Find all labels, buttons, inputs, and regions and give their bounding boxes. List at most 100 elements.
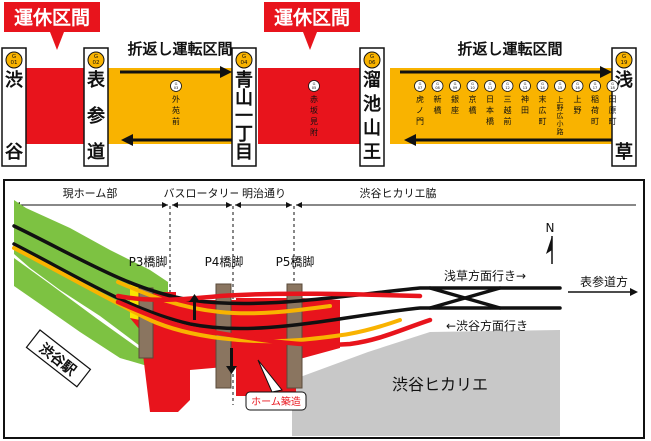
minor-station-name-char: 田 xyxy=(521,106,529,115)
station-name-char: 溜 xyxy=(363,69,381,91)
minor-station-name-char: 末 xyxy=(539,94,547,104)
minor-station-code: 17 xyxy=(593,86,598,90)
minor-station-name-char: 見 xyxy=(310,117,318,126)
station-name-char: 一 xyxy=(235,106,253,127)
minor-station-name-char: 京 xyxy=(469,94,477,104)
minor-station-name-char: 橋 xyxy=(434,105,442,115)
minor-station-name-char: 銀 xyxy=(451,94,459,104)
minor-station-badge xyxy=(554,80,566,92)
minor-station-code: G xyxy=(175,82,178,86)
minor-station-badge xyxy=(536,80,549,92)
station-name-char: 表 xyxy=(87,69,106,91)
pier-p5-label: P5橋脚 xyxy=(276,254,315,269)
minor-station-code: G xyxy=(436,82,439,86)
minor-station-name-char: 本 xyxy=(486,105,494,115)
minor-station-badge xyxy=(571,80,584,92)
minor-station-name-char: 田 xyxy=(609,95,617,104)
minor-station-name-char: 路 xyxy=(557,127,564,136)
minor-station-name-char: 広 xyxy=(539,105,547,115)
to-shibuya-label: ←渋谷方面行き xyxy=(446,318,528,333)
minor-station-badge xyxy=(501,80,514,92)
station-code: 01 xyxy=(11,60,18,66)
segment-suspended-1 xyxy=(24,68,94,144)
minor-station-name-char: 野 xyxy=(574,106,582,115)
minor-station-badge xyxy=(449,80,461,92)
minor-station-badge xyxy=(484,80,496,92)
minor-station-name-char: 荷 xyxy=(591,105,599,115)
minor-station-name-char: 三 xyxy=(504,95,512,104)
minor-station-code: G xyxy=(489,82,492,86)
minor-station-name-char: ノ xyxy=(416,106,424,115)
minor-station-name-char: 広 xyxy=(557,111,564,120)
station-code: G xyxy=(94,54,98,60)
station-code: G xyxy=(12,54,16,60)
station-name-char: 山 xyxy=(235,88,253,109)
minor-station-name-char: 町 xyxy=(539,117,547,126)
station-code-badge xyxy=(5,51,23,69)
minor-station-code: 08 xyxy=(435,86,440,90)
new-tracks xyxy=(115,291,433,348)
minor-station-code: 15 xyxy=(558,86,563,90)
station-name-char: 王 xyxy=(363,142,381,163)
station-name-char: 谷 xyxy=(5,142,24,163)
minor-station-badge xyxy=(414,80,426,92)
north-arrow-icon: N xyxy=(546,221,554,264)
minor-station-name-char: 町 xyxy=(609,117,617,126)
station-code: 04 xyxy=(241,60,248,66)
minor-station-name-char: 前 xyxy=(504,116,512,126)
suspended-label-1: 運休区間 xyxy=(14,7,90,29)
minor-station-code: G xyxy=(611,82,614,86)
station-code: 06 xyxy=(369,60,376,66)
minor-station-name-char: 越 xyxy=(504,105,512,115)
construction-map: 現ホーム部 バスロータリー 明治通り 渋谷ヒカリエ脇 渋谷ヒカリエ 渋谷駅 xyxy=(3,179,645,439)
station-name-char: 目 xyxy=(235,142,253,163)
minor-station-name-char: 坂 xyxy=(310,105,318,115)
zone-current-platform: 現ホーム部 xyxy=(63,186,118,200)
minor-station-name-char: 座 xyxy=(451,105,459,115)
station-code: 19 xyxy=(621,60,628,66)
minor-station-badge xyxy=(519,80,531,92)
minor-station-code: G xyxy=(313,82,316,86)
existing-platform-lower xyxy=(14,258,168,372)
minor-station-badge xyxy=(170,80,182,92)
to-omotesando-label: 表参道方 xyxy=(580,274,628,289)
minor-station-code: G xyxy=(594,82,597,86)
minor-station-code: G xyxy=(471,82,474,86)
station-code: 02 xyxy=(93,60,100,66)
minor-stations: G03外苑前G05赤坂見附G07虎ノ門G08新橋G09銀座G10京橋G11日本橋… xyxy=(170,80,619,137)
minor-station-name-char: 赤 xyxy=(310,95,318,104)
minor-station-code: G xyxy=(419,82,422,86)
minor-station-name-char: 橋 xyxy=(469,105,477,115)
old-tracks xyxy=(12,246,402,344)
hikarie-label: 渋谷ヒカリエ xyxy=(392,375,488,394)
minor-station-code: G xyxy=(524,82,527,86)
minor-station-code: 13 xyxy=(523,86,528,90)
minor-station-badge xyxy=(589,80,601,92)
suspended-callout-2: 運休区間 xyxy=(264,2,360,50)
turnback-label-2: 折返し運転区間 xyxy=(457,40,562,58)
minor-station-code: G xyxy=(576,82,579,86)
station-code: G xyxy=(622,54,626,60)
station-box xyxy=(83,47,109,167)
segment-suspended-2 xyxy=(258,68,378,144)
minor-station-code: 05 xyxy=(312,86,317,90)
to-omotesando: 表参道方 xyxy=(568,274,638,296)
minor-station-code: 03 xyxy=(174,86,179,90)
minor-station-code: 11 xyxy=(488,86,493,90)
minor-station-code: 12 xyxy=(505,86,510,90)
platform-work-label: ホーム築造 xyxy=(251,395,301,408)
